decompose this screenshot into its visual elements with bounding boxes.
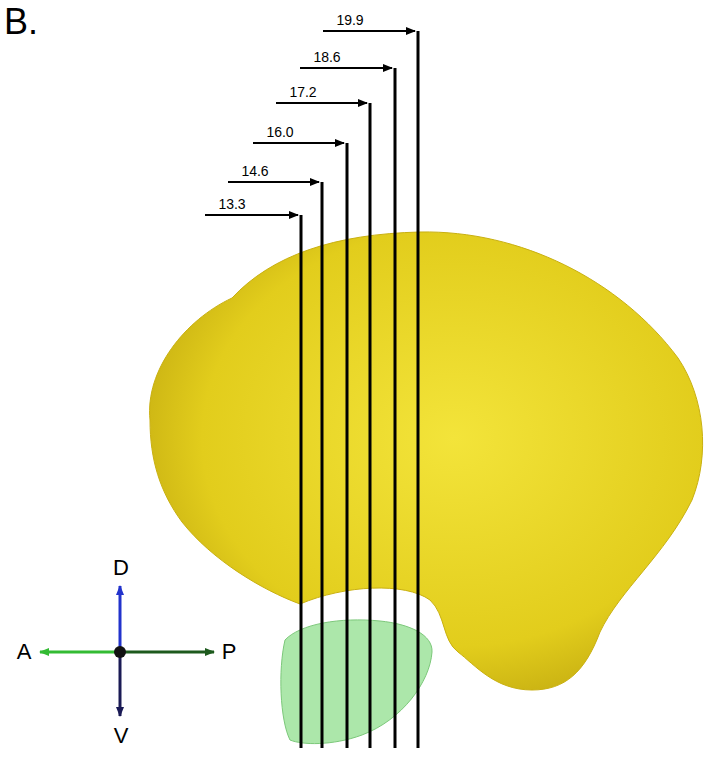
section-number: 18.6	[313, 50, 340, 64]
section-number: 19.9	[336, 13, 363, 27]
yellow-structure	[150, 232, 703, 690]
section-number: 13.3	[218, 197, 245, 211]
panel-letter: B.	[4, 4, 38, 40]
section-arrows	[205, 31, 415, 215]
section-number: 16.0	[266, 125, 293, 139]
axis-label: V	[114, 725, 129, 747]
section-number: 17.2	[289, 85, 316, 99]
orientation-compass	[40, 586, 214, 716]
section-lines	[301, 31, 418, 748]
green-structure	[281, 620, 432, 744]
axis-label: D	[113, 557, 129, 579]
axis-label: A	[17, 641, 32, 663]
section-number: 14.6	[241, 164, 268, 178]
axis-label: P	[222, 641, 237, 663]
